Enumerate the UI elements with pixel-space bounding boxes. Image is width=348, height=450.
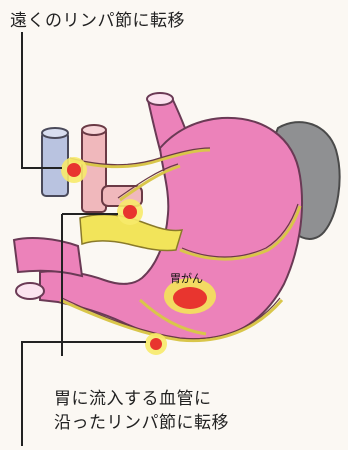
vessel-metastasis-label-line1: 胃に流入する血管に: [54, 388, 212, 410]
blue-vessel-top: [42, 128, 68, 138]
duodenum: [14, 238, 82, 276]
duodenum-opening: [16, 283, 44, 299]
vessel-metastasis-label-line2: 沿ったリンパ節に転移: [54, 412, 229, 434]
tumor-label: 胃がん: [170, 270, 203, 286]
metastasis-node-distant: [61, 157, 87, 183]
distant-metastasis-label: 遠くのリンパ節に転移: [10, 10, 185, 32]
metastasis-node-vessel: [117, 199, 143, 225]
esophagus-opening: [147, 93, 173, 105]
pink-vessel-top: [82, 125, 106, 135]
metastasis-node-lower: [145, 333, 167, 355]
